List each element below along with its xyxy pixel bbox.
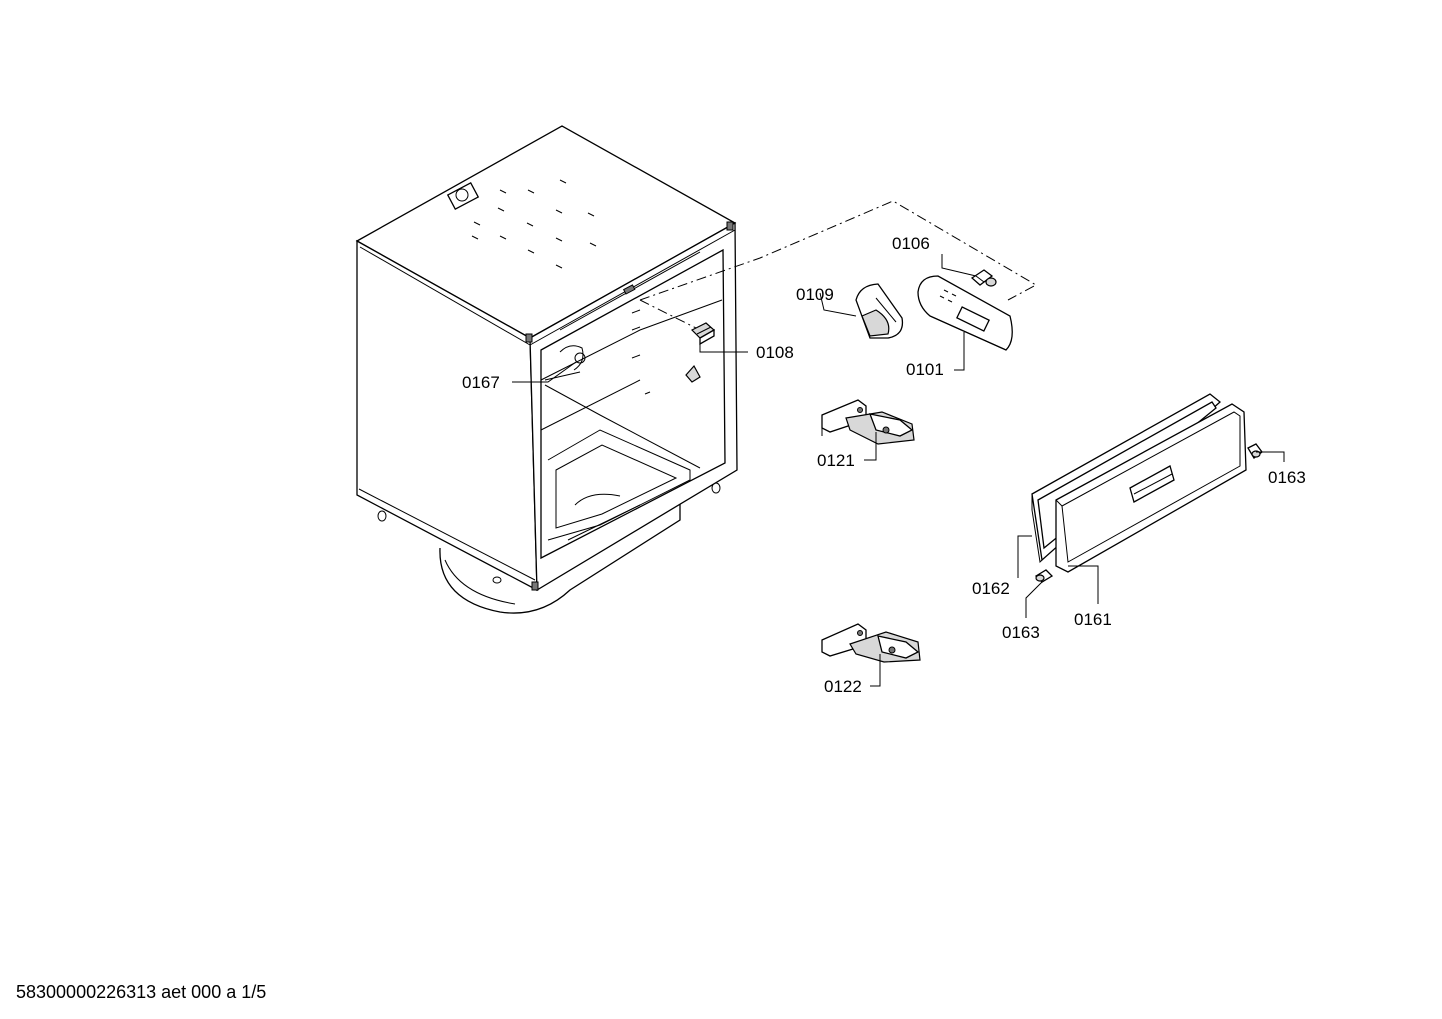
part-0122-hinge-bottom — [821, 623, 921, 663]
label-0108: 0108 — [756, 343, 794, 362]
label-0121: 0121 — [817, 451, 855, 470]
part-0163-screw-top — [1247, 443, 1263, 459]
assembly-line-2 — [639, 299, 701, 331]
leader-lines — [512, 254, 1285, 687]
part-0101-light-housing — [917, 275, 1013, 351]
part-0108-clip — [690, 322, 716, 346]
label-0161: 0161 — [1074, 610, 1112, 629]
label-0167: 0167 — [462, 373, 500, 392]
cabinet-body — [355, 125, 738, 614]
part-0163-screw-bottom — [1034, 569, 1054, 583]
label-0162: 0162 — [972, 579, 1010, 598]
document-id: 58300000226313 aet 000 a 1/5 — [16, 982, 266, 1002]
part-0161-door-panel — [1055, 403, 1247, 573]
label-0163-bottom: 0163 — [1002, 623, 1040, 642]
part-0109-cover — [855, 283, 904, 339]
part-0121-hinge-top — [821, 399, 915, 445]
label-0122: 0122 — [824, 677, 862, 696]
label-0163-top: 0163 — [1268, 468, 1306, 487]
label-0106: 0106 — [892, 234, 930, 253]
label-0101: 0101 — [906, 360, 944, 379]
part-0106-bulb — [970, 269, 997, 287]
assembly-line — [639, 200, 1038, 301]
label-0109: 0109 — [796, 285, 834, 304]
